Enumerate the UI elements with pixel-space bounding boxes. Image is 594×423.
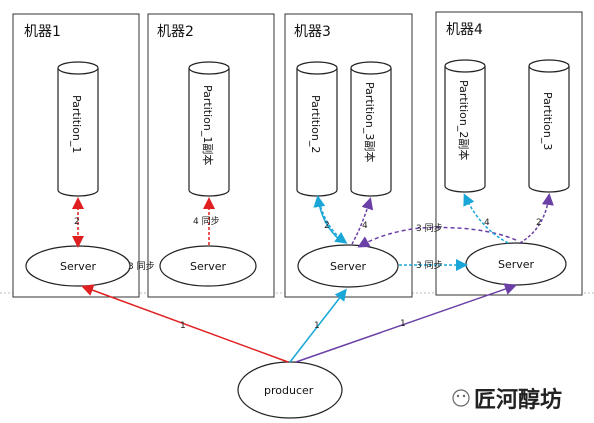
producer-to-m3-arrow [289, 288, 347, 363]
m3-p2-step-label: 2 [324, 221, 330, 231]
m3-p3-step-label: 4 [362, 221, 368, 231]
m3-server-to-p2-arrow [313, 195, 341, 241]
producer-to-m4-arrow [295, 283, 517, 363]
server-node-m3 [297, 244, 399, 288]
watermark: 匠河醇坊 [452, 387, 562, 413]
wechat-icon [452, 389, 470, 407]
producer-m3-label: 1 [314, 321, 320, 331]
producer-label: producer [264, 384, 314, 397]
partition-cylinder: Partition_2副本 [444, 59, 486, 193]
m4-to-m3-sync-arrow [357, 226, 517, 248]
server-label-m1: Server [60, 260, 97, 273]
partition-cylinder: Partition_3副本 [350, 61, 392, 197]
m3-m4-sync-bottom-label: 3 同步 [416, 260, 443, 271]
server-label-m3: Server [330, 260, 367, 273]
partition-cylinder: Partition_2 [296, 61, 338, 197]
partition-label-m1: Partition_1 [70, 95, 83, 153]
machine-2-title: 机器2 [157, 24, 194, 40]
producer-m4-label: 1 [400, 319, 406, 329]
partition-label-m3-p3: Partition_3副本 [363, 82, 377, 162]
partition-cylinder: Partition_1 [57, 61, 99, 197]
partition-label-m4-p3: Partition_3 [541, 92, 554, 150]
watermark-text: 匠河醇坊 [474, 387, 562, 413]
server-node-m2 [159, 245, 257, 287]
machine-1-title: 机器1 [24, 24, 61, 40]
partition-cylinder: Partition_3 [528, 59, 570, 193]
producer-m1-label: 1 [180, 321, 186, 331]
m3-m4-sync-top-label: 3 同步 [416, 223, 443, 234]
partition-label-m4-p2: Partition_2副本 [457, 80, 471, 160]
server-label-m4: Server [498, 258, 535, 271]
m4-server-to-p2-arrow [463, 193, 509, 244]
machine-3-title: 机器3 [294, 24, 331, 40]
server-label-m2: Server [190, 260, 227, 273]
partition-label-m3-p2: Partition_2 [309, 95, 322, 153]
producer-to-m1-arrow [81, 284, 289, 363]
machine-4-title: 机器4 [446, 22, 483, 38]
partition-cylinder: Partition_1副本 [188, 61, 230, 197]
m3-server-to-p3-arrow [351, 197, 374, 245]
m4-server-to-p3-arrow [519, 193, 554, 244]
m4-p2-step-label: 4 [484, 218, 490, 228]
m4-p3-step-label: 2 [536, 218, 542, 228]
m1-m2-sync-label: 3 同步 [128, 261, 155, 272]
m1-step-label: 2 [74, 217, 80, 227]
partition-label-m2: Partition_1副本 [201, 85, 215, 165]
m2-step-label: 4 同步 [193, 216, 220, 227]
